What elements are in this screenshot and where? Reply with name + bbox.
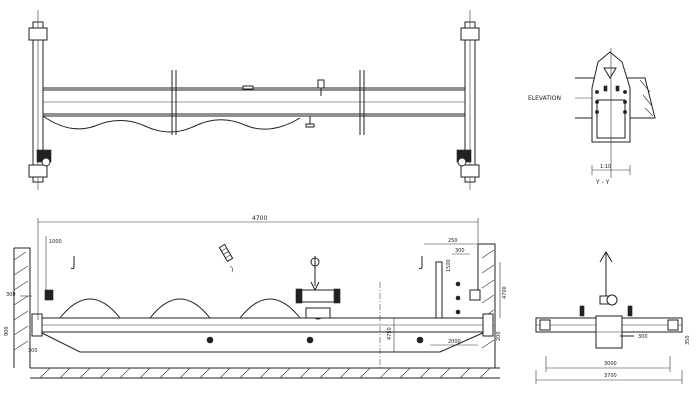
dim-mid-height: 4750 xyxy=(387,327,393,340)
dim-side-inner: 3000 xyxy=(604,361,617,367)
festoon-loop-2 xyxy=(149,298,211,319)
festoon-loop-1 xyxy=(59,298,121,319)
pendant-control-icon xyxy=(218,243,234,263)
festoon-loop-3 xyxy=(239,298,301,319)
dim-right-w3: 1500 xyxy=(446,259,452,272)
festoon-cable xyxy=(42,115,301,133)
dim-right-w1: 250 xyxy=(448,238,458,244)
section-callout: ELEVATION xyxy=(528,95,561,102)
girder-cross-section: ELEVATION 1:10 Y - Y xyxy=(528,48,656,186)
dim-side-small: 300 xyxy=(638,334,648,340)
hook-left xyxy=(70,256,75,270)
dim-left-height: 900 xyxy=(4,326,10,336)
section-mark: Y - Y xyxy=(595,179,610,186)
section-scale: 1:10 xyxy=(600,164,611,170)
dim-hook-left: 1000 xyxy=(49,239,62,245)
dim-right-height: 4700 xyxy=(502,286,508,299)
dim-side-small2: 350 xyxy=(685,335,691,345)
dim-top-span: 4700 xyxy=(252,215,267,222)
dim-left-lower: 300 xyxy=(28,348,38,354)
top-plan-view xyxy=(28,10,480,190)
column xyxy=(435,261,443,319)
side-elevation-view: 300 350 3000 3700 xyxy=(535,251,691,384)
dim-side-outer: 3700 xyxy=(604,373,617,379)
hook-right xyxy=(418,256,423,270)
electric-hoist xyxy=(295,256,341,320)
front-elevation-view: 4700 1000 300 900 300 4750 250 300 1500 … xyxy=(4,215,508,379)
dim-right-w2: 300 xyxy=(455,248,465,254)
dim-right-gap: 200 xyxy=(496,331,502,341)
dim-left-clear: 300 xyxy=(6,292,16,298)
dim-right-bottom: 2000 xyxy=(448,339,461,345)
